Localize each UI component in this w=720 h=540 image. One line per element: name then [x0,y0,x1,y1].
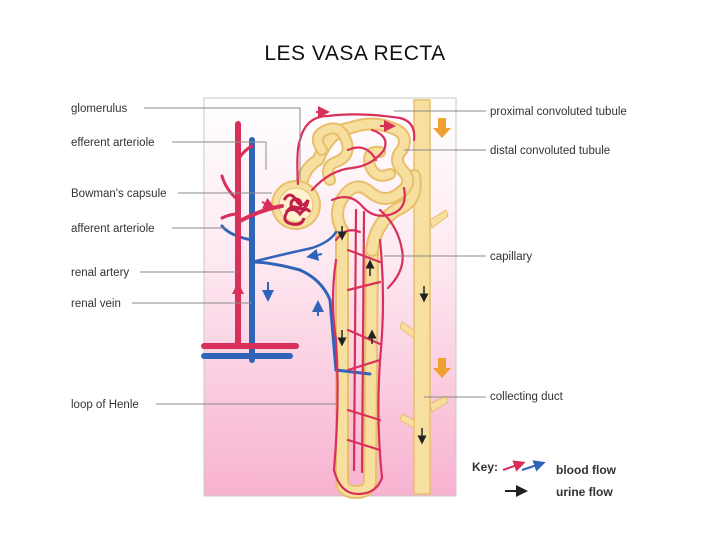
legend: Key: blood flow urine flow [472,460,617,499]
label-proximal-convoluted-tubule: proximal convoluted tubule [490,106,627,118]
blood-flow-arrows [232,106,396,316]
label-afferent-arteriole: afferent arteriole [71,223,155,235]
label-capillary: capillary [490,251,532,263]
label-collecting-duct: collecting duct [490,391,564,403]
label-glomerulus: glomerulus [71,103,127,115]
leader-lines [132,107,486,405]
label-bowmans-capsule: Bowman's capsule [71,188,167,200]
slide-title: LES VASA RECTA [264,42,446,65]
legend-urine-flow: urine flow [556,485,613,499]
renal-artery-shape [201,121,299,349]
label-renal-artery: renal artery [71,267,129,279]
label-distal-convoluted-tubule: distal convoluted tubule [490,145,610,157]
label-loop-of-henle: loop of Henle [71,399,139,411]
duct-flow-arrow-icon [433,118,451,378]
renal-vein-shape [201,137,372,376]
label-efferent-arteriole: efferent arteriole [71,137,155,149]
glomerulus-shape [282,193,312,226]
blood-flow-key-icon [502,460,546,472]
legend-blood-flow: blood flow [556,463,617,477]
convoluted-tubules [293,117,415,237]
capillary-network [296,113,416,496]
urine-flow-arrows [337,226,429,445]
legend-heading: Key: [472,460,498,474]
label-renal-vein: renal vein [71,298,121,310]
